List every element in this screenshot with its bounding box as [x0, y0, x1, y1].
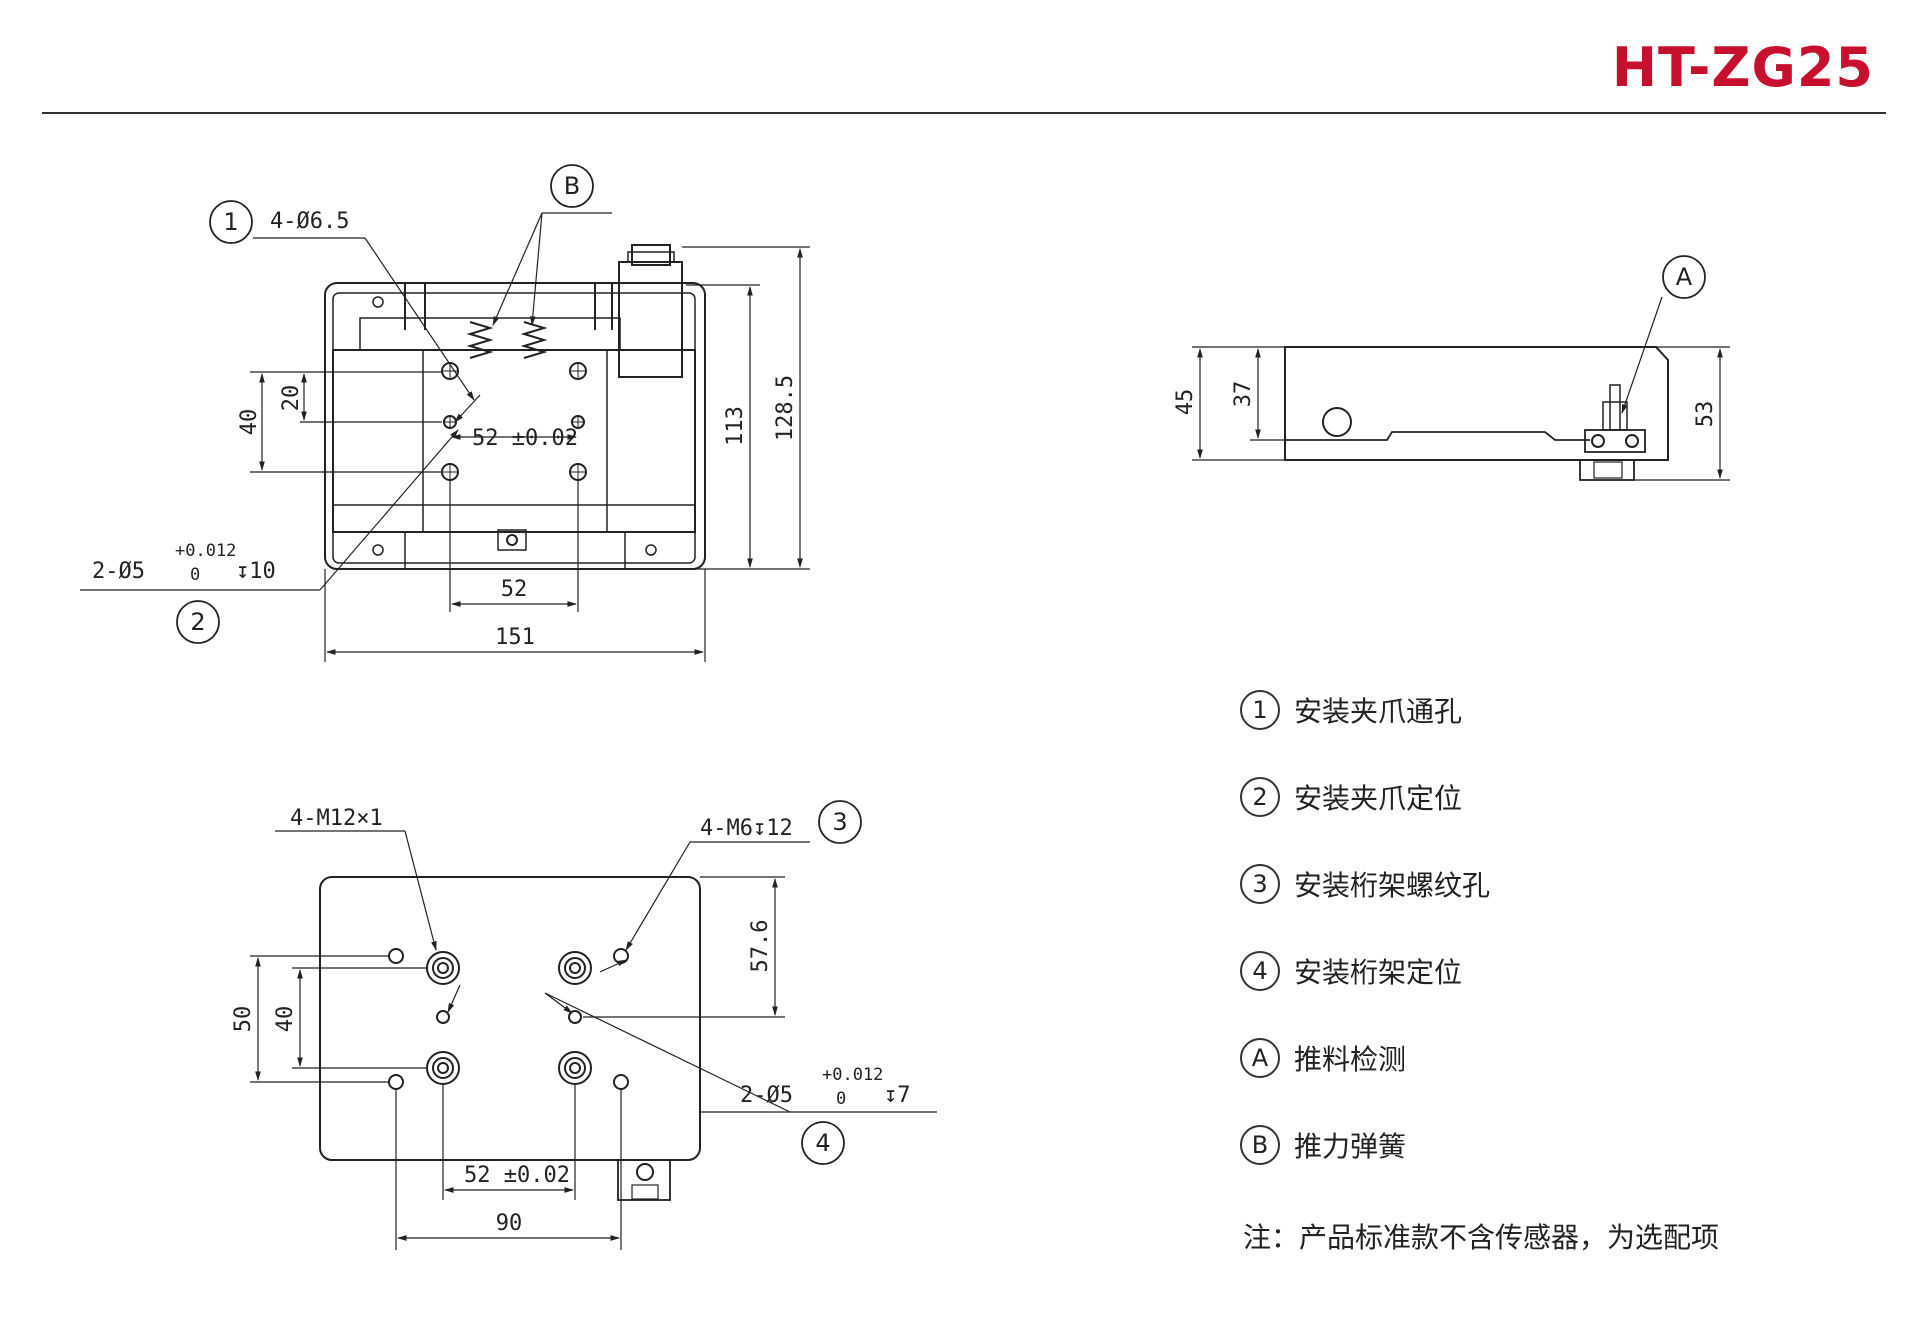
legend-num: 2: [1240, 777, 1280, 817]
callout-2-tol-lower: 0: [190, 565, 200, 585]
legend-item-1: 1 安装夹爪通孔: [1240, 688, 1490, 732]
dim-50: 50: [231, 1006, 256, 1033]
legend-item-2: 2 安装夹爪定位: [1240, 775, 1490, 819]
dim-128-5: 128.5: [773, 375, 798, 441]
legend-item-3: 3 安装桁架螺纹孔: [1240, 862, 1490, 906]
dim-57-6: 57.6: [748, 920, 773, 973]
dim-20: 20: [279, 385, 304, 412]
legend-label: 安装夹爪通孔: [1294, 695, 1463, 728]
dim-52-tol-b: 52 ±0.02: [464, 1163, 570, 1188]
dim-45: 45: [1173, 389, 1198, 416]
callout-4-tol-upper: +0.012: [822, 1065, 883, 1085]
legend-label: 安装夹爪定位: [1294, 782, 1463, 815]
dim-53: 53: [1693, 401, 1718, 428]
legend: 1 安装夹爪通孔 2 安装夹爪定位 3 安装桁架螺纹孔 4 安装桁架定位 A 推…: [1240, 688, 1490, 1210]
top-view: [324, 244, 706, 570]
callout-A-num: A: [1676, 263, 1693, 291]
legend-item-4: 4 安装桁架定位: [1240, 949, 1490, 993]
callout-m12-text: 4-M12×1: [290, 806, 383, 831]
callout-4-text: 2-Ø5: [740, 1083, 793, 1108]
legend-num: B: [1240, 1125, 1280, 1165]
callout-4-num: 4: [815, 1129, 830, 1157]
model-title: HT-ZG25: [1611, 36, 1874, 99]
legend-label: 推力弹簧: [1294, 1130, 1407, 1163]
dim-113: 113: [723, 406, 748, 446]
dim-52-tol: 52 ±0.02: [472, 426, 578, 451]
top-view-dims: [80, 164, 810, 662]
legend-label: 推料检测: [1294, 1043, 1407, 1076]
legend-label: 安装桁架螺纹孔: [1294, 869, 1491, 902]
legend-num: 1: [1240, 690, 1280, 730]
callout-4-tol-lower: 0: [836, 1089, 846, 1109]
legend-num: 3: [1240, 864, 1280, 904]
callout-4-depth: ↧7: [884, 1083, 911, 1108]
bottom-view: [319, 876, 701, 1201]
dim-90: 90: [496, 1211, 523, 1236]
legend-num: A: [1240, 1038, 1280, 1078]
side-view-dims: [1192, 255, 1730, 481]
callout-2-tol-upper: +0.012: [175, 541, 236, 561]
dim-52: 52: [501, 577, 528, 602]
legend-item-A: A 推料检测: [1240, 1036, 1490, 1080]
callout-2-depth: ↧10: [236, 559, 276, 584]
footnote: 注：产品标准款不含传感器，为选配项: [1243, 1221, 1720, 1254]
callout-B-num: B: [564, 172, 580, 200]
bottom-view-dims: [250, 800, 937, 1250]
callout-2-num: 2: [190, 608, 205, 636]
legend-item-B: B 推力弹簧: [1240, 1123, 1490, 1167]
callout-1-text: 4-Ø6.5: [270, 209, 349, 234]
callout-3-num: 3: [832, 808, 847, 836]
dim-151: 151: [495, 625, 535, 650]
dim-37: 37: [1231, 381, 1256, 408]
dim-40: 40: [237, 409, 262, 436]
callout-1-num: 1: [223, 208, 238, 236]
side-view: [1284, 346, 1669, 481]
legend-num: 4: [1240, 951, 1280, 991]
dim-40-b: 40: [273, 1006, 298, 1033]
callout-2-text: 2-Ø5: [92, 559, 145, 584]
legend-label: 安装桁架定位: [1294, 956, 1463, 989]
callout-3-text: 4-M6↧12: [700, 816, 793, 841]
